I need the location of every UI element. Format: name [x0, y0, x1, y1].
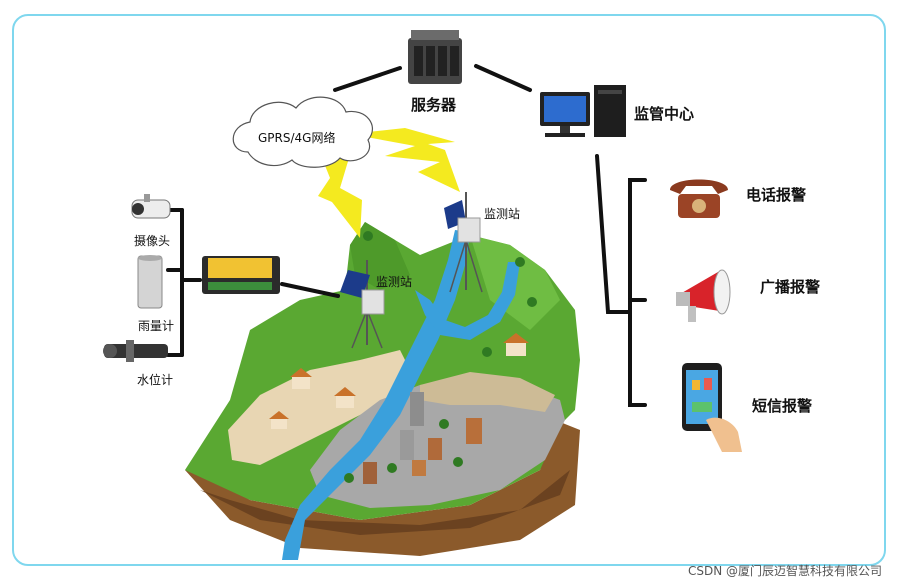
station-label: 监测站	[484, 207, 521, 221]
monitoring-station-icon	[340, 260, 385, 349]
station-label: 监测站	[376, 275, 413, 289]
sms-alarm-label: 短信报警	[752, 397, 813, 415]
network-label: GPRS/4G网络	[258, 131, 336, 145]
computer-icon	[540, 85, 626, 137]
watermark: CSDN @厦门辰迈智慧科技有限公司	[687, 564, 882, 578]
network-cloud	[232, 96, 374, 168]
rain-gauge-label: 雨量计	[138, 319, 175, 333]
megaphone-icon	[676, 269, 731, 322]
broadcast-alarm-label: 广播报警	[760, 278, 821, 296]
water-level-sensor-icon	[103, 340, 168, 362]
diagram-frame	[12, 14, 886, 566]
monitor-center-label: 监管中心	[634, 105, 695, 123]
server-label: 服务器	[411, 96, 457, 114]
rain-gauge-icon	[137, 255, 163, 309]
smartphone-icon	[682, 363, 742, 452]
camera-label: 摄像头	[134, 234, 171, 248]
camera-icon	[131, 194, 171, 219]
monitoring-station-icon	[444, 192, 483, 293]
wireless-signal-bolts	[318, 128, 460, 238]
terrain-island	[185, 222, 580, 560]
telephone-icon	[670, 179, 728, 218]
data-logger-icon	[202, 256, 280, 294]
phone-alarm-label: 电话报警	[746, 186, 807, 204]
connection-lines	[166, 64, 647, 407]
water-level-label: 水位计	[137, 373, 174, 387]
server-icon	[408, 30, 462, 84]
